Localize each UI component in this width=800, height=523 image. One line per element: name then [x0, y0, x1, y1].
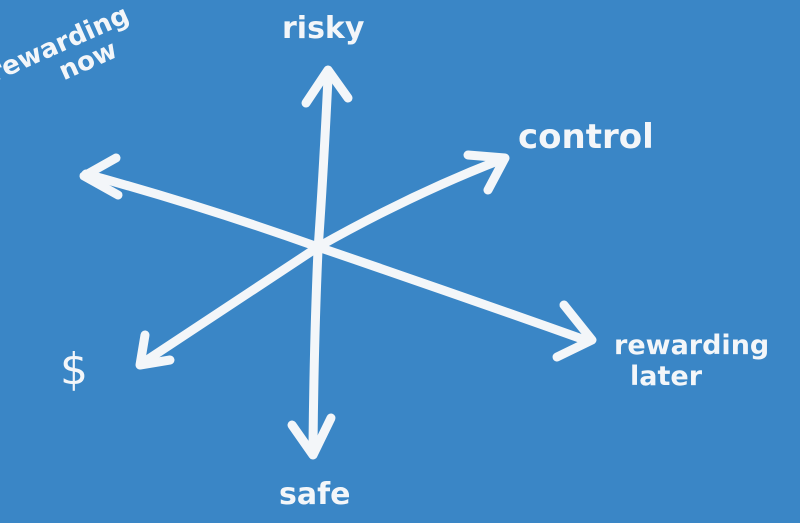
rewarding-later-line1: rewarding — [614, 330, 770, 361]
rewarding-later-line2: later — [630, 361, 703, 393]
money-control-shaft — [139, 155, 505, 367]
control-label: control — [518, 117, 654, 157]
arrowhead-rewarding-later — [552, 300, 597, 362]
rewarding-shaft — [81, 169, 590, 345]
arrowhead-up — [301, 65, 353, 108]
arrowhead-control — [463, 150, 510, 195]
risky-label: risky — [282, 11, 365, 46]
money-control-arrow — [135, 150, 510, 370]
arrowhead-down — [287, 413, 336, 460]
vertical-shaft — [308, 73, 333, 452]
arrowhead-money — [135, 330, 175, 370]
rewarding-later-label: rewarding later — [614, 330, 769, 392]
safe-label: safe — [279, 477, 351, 512]
arrowhead-rewarding-now — [79, 153, 123, 200]
rewarding-axis-arrow — [79, 153, 597, 362]
money-label: $ — [60, 344, 88, 395]
